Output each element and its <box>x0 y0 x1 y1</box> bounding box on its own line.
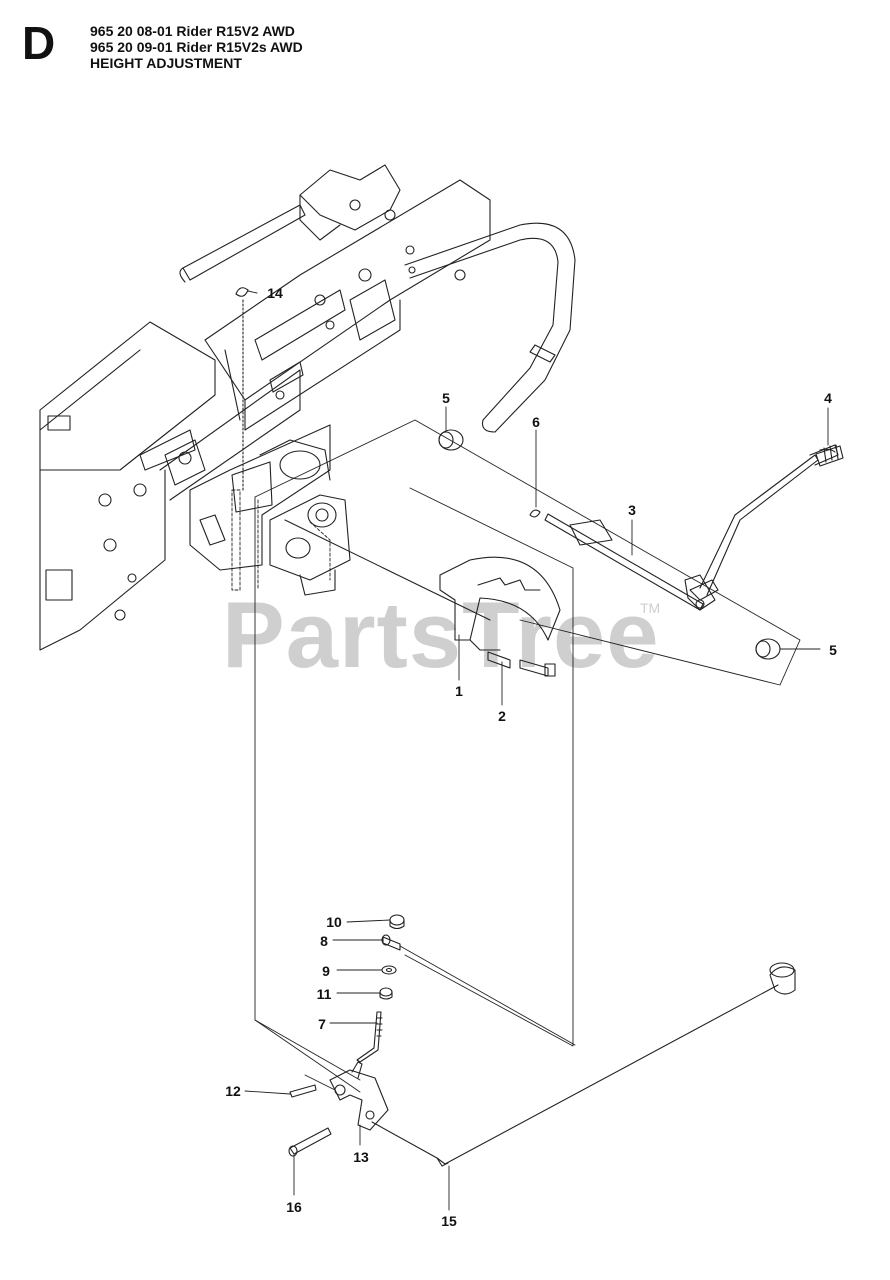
model-line-2: 965 20 09-01 Rider R15V2s AWD <box>90 39 303 55</box>
diagram-title: HEIGHT ADJUSTMENT <box>90 55 242 71</box>
leader-lines <box>244 290 829 1211</box>
part-14-clip <box>235 287 249 491</box>
callout-4: 4 <box>824 390 832 406</box>
part-12-pin <box>289 1084 317 1098</box>
part-9-washer <box>381 965 397 975</box>
part-4-grip <box>815 444 844 467</box>
pivot-shaft <box>284 519 491 621</box>
part-10-nut <box>389 914 405 930</box>
callout-15: 15 <box>441 1213 457 1229</box>
part-6-clip <box>529 509 541 518</box>
part-13-lever-bracket <box>304 1061 389 1131</box>
part-8-bolt <box>381 934 576 1046</box>
chassis-frame <box>39 164 576 651</box>
callout-5-lower: 5 <box>829 642 837 658</box>
callout-14: 14 <box>267 285 283 301</box>
watermark-trademark: TM <box>640 600 661 616</box>
part-16-pin <box>288 1127 332 1157</box>
callout-11: 11 <box>316 986 332 1002</box>
callout-7: 7 <box>318 1016 326 1032</box>
part-11-nut <box>379 987 393 1000</box>
part-5-bushing-right <box>755 638 781 660</box>
diagram-header: 965 20 08-01 Rider R15V2 AWD 965 20 09-0… <box>90 23 303 71</box>
part-5-bushing-left <box>438 429 464 451</box>
callout-12: 12 <box>225 1083 241 1099</box>
callout-1: 1 <box>455 683 463 699</box>
callout-16: 16 <box>286 1199 302 1215</box>
section-letter: D <box>22 17 56 69</box>
callout-6: 6 <box>532 414 540 430</box>
assembly-plane <box>231 419 801 1093</box>
part-3-lever-shaft <box>544 444 839 611</box>
callout-13: 13 <box>353 1149 369 1165</box>
watermark: PartsTree <box>222 582 660 687</box>
callout-5-upper: 5 <box>442 390 450 406</box>
part-1-segment-plate <box>439 556 561 651</box>
callout-10: 10 <box>326 914 342 930</box>
callout-2: 2 <box>498 708 506 724</box>
model-line-1: 965 20 08-01 Rider R15V2 AWD <box>90 23 295 39</box>
part-15-link-rod <box>371 962 796 1167</box>
callout-3: 3 <box>628 502 636 518</box>
part-7-threaded-rod <box>356 1011 383 1063</box>
callout-8: 8 <box>320 933 328 949</box>
callout-9: 9 <box>322 963 330 979</box>
part-2-bolts <box>487 651 556 677</box>
